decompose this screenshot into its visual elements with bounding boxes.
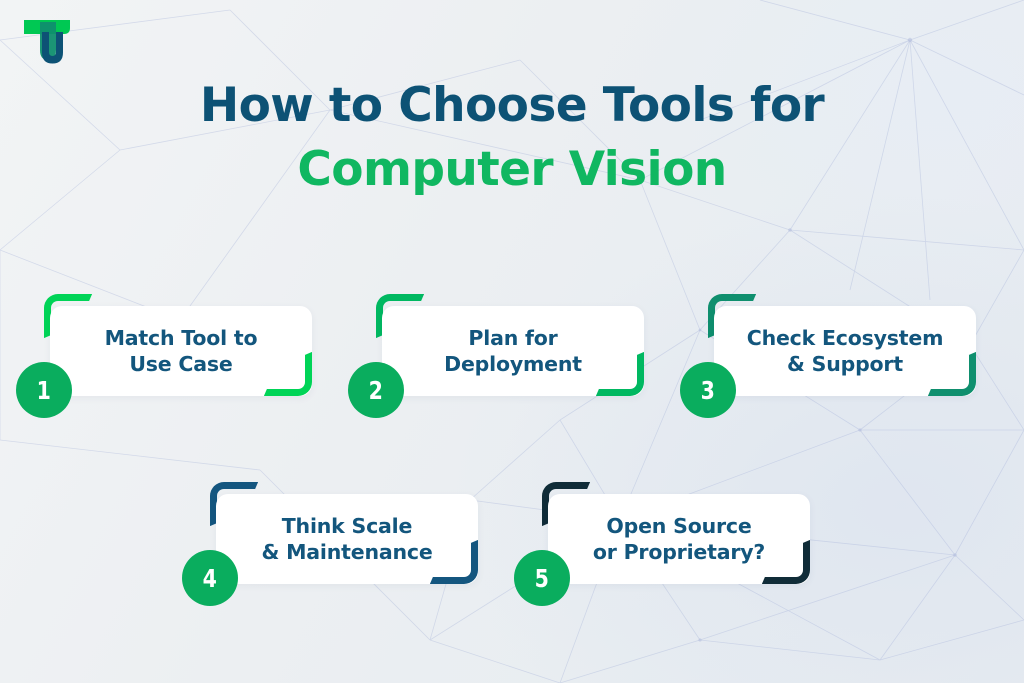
step-card-5-label: Open Source or Proprietary? [592,514,766,564]
step-badge-5: 5 [514,550,570,606]
step-badge-4-number: 4 [202,563,218,593]
step-badge-5-number: 5 [534,563,550,593]
page-title: How to Choose Tools for Computer Vision [0,74,1024,202]
step-card-2[interactable]: Plan for Deployment 2 [348,294,644,418]
step-badge-4: 4 [182,550,238,606]
step-card-4[interactable]: Think Scale & Maintenance 4 [182,482,478,606]
step-badge-2: 2 [348,362,404,418]
step-card-1-label: Match Tool to Use Case [104,326,258,376]
step-card-3[interactable]: Check Ecosystem & Support 3 [680,294,976,418]
step-badge-3-number: 3 [700,375,716,405]
step-badge-1: 1 [16,362,72,418]
step-card-3-label: Check Ecosystem & Support [746,326,944,376]
step-badge-1-number: 1 [36,375,52,405]
step-badge-2-number: 2 [368,375,384,405]
step-card-5[interactable]: Open Source or Proprietary? 5 [514,482,810,606]
step-card-2-label: Plan for Deployment [444,326,582,376]
title-line-primary: How to Choose Tools for [199,78,825,133]
step-card-3-body: Check Ecosystem & Support [714,306,976,396]
step-card-1[interactable]: Match Tool to Use Case 1 [16,294,312,418]
tu-monogram-logo[interactable] [20,16,78,70]
step-card-4-label: Think Scale & Maintenance [261,514,433,564]
title-line-accent: Computer Vision [297,142,727,197]
step-card-1-body: Match Tool to Use Case [50,306,312,396]
step-card-2-body: Plan for Deployment [382,306,644,396]
step-badge-3: 3 [680,362,736,418]
step-card-5-body: Open Source or Proprietary? [548,494,810,584]
step-card-4-body: Think Scale & Maintenance [216,494,478,584]
